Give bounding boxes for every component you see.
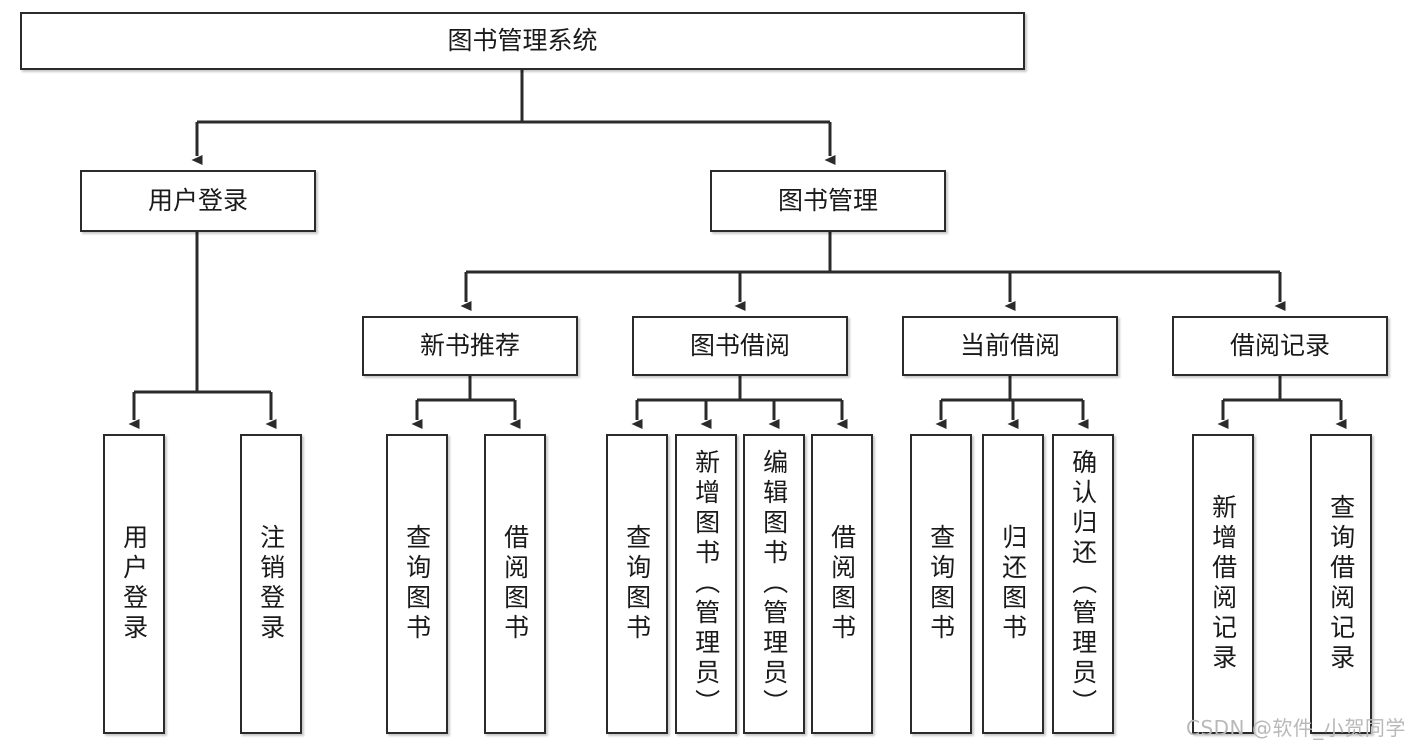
node-book-manage-label: 图书管理	[777, 186, 878, 216]
node-borrow-record[interactable]: 借阅记录	[1172, 316, 1388, 376]
node-leaf-query-book-3-label: 查询图书	[926, 524, 956, 644]
node-user-login-label: 用户登录	[147, 186, 248, 216]
node-leaf-add-record[interactable]: 新增借阅记录	[1192, 434, 1254, 734]
node-leaf-user-login-label: 用户登录	[119, 524, 149, 644]
node-leaf-query-book-1-label: 查询图书	[402, 524, 432, 644]
node-leaf-borrow-book-2[interactable]: 借阅图书	[811, 434, 873, 734]
node-leaf-edit-book-label: 编辑图书（管理员）	[759, 449, 789, 719]
node-leaf-query-book-3[interactable]: 查询图书	[910, 434, 972, 734]
node-new-book-rec-label: 新书推荐	[419, 331, 520, 361]
csdn-watermark: CSDN @软件_小贺同学	[1186, 716, 1405, 740]
node-book-manage[interactable]: 图书管理	[710, 170, 946, 232]
node-leaf-add-record-label: 新增借阅记录	[1208, 494, 1238, 674]
node-current-borrow[interactable]: 当前借阅	[902, 316, 1118, 376]
node-leaf-confirm-return-label: 确认归还（管理员）	[1068, 449, 1098, 719]
node-leaf-query-book-2[interactable]: 查询图书	[606, 434, 668, 734]
node-leaf-edit-book[interactable]: 编辑图书（管理员）	[743, 434, 805, 734]
node-leaf-add-book[interactable]: 新增图书（管理员）	[675, 434, 737, 734]
node-current-borrow-label: 当前借阅	[959, 331, 1060, 361]
node-leaf-user-login[interactable]: 用户登录	[103, 434, 165, 734]
node-root[interactable]: 图书管理系统	[20, 12, 1025, 70]
node-book-borrow-label: 图书借阅	[689, 331, 790, 361]
node-leaf-borrow-book-1[interactable]: 借阅图书	[484, 434, 546, 734]
node-leaf-return-book-label: 归还图书	[998, 524, 1028, 644]
node-leaf-query-book-1[interactable]: 查询图书	[386, 434, 448, 734]
node-leaf-return-book[interactable]: 归还图书	[982, 434, 1044, 734]
node-book-borrow[interactable]: 图书借阅	[632, 316, 848, 376]
node-leaf-add-book-label: 新增图书（管理员）	[691, 449, 721, 719]
node-borrow-record-label: 借阅记录	[1229, 331, 1330, 361]
node-leaf-query-record[interactable]: 查询借阅记录	[1310, 434, 1372, 734]
node-user-login[interactable]: 用户登录	[80, 170, 316, 232]
node-leaf-borrow-book-1-label: 借阅图书	[500, 524, 530, 644]
node-new-book-rec[interactable]: 新书推荐	[362, 316, 578, 376]
node-leaf-query-record-label: 查询借阅记录	[1326, 494, 1356, 674]
node-root-label: 图书管理系统	[447, 26, 598, 56]
node-leaf-confirm-return[interactable]: 确认归还（管理员）	[1052, 434, 1114, 734]
node-leaf-query-book-2-label: 查询图书	[622, 524, 652, 644]
node-leaf-borrow-book-2-label: 借阅图书	[827, 524, 857, 644]
node-leaf-logout-label: 注销登录	[256, 524, 286, 644]
node-leaf-logout[interactable]: 注销登录	[240, 434, 302, 734]
